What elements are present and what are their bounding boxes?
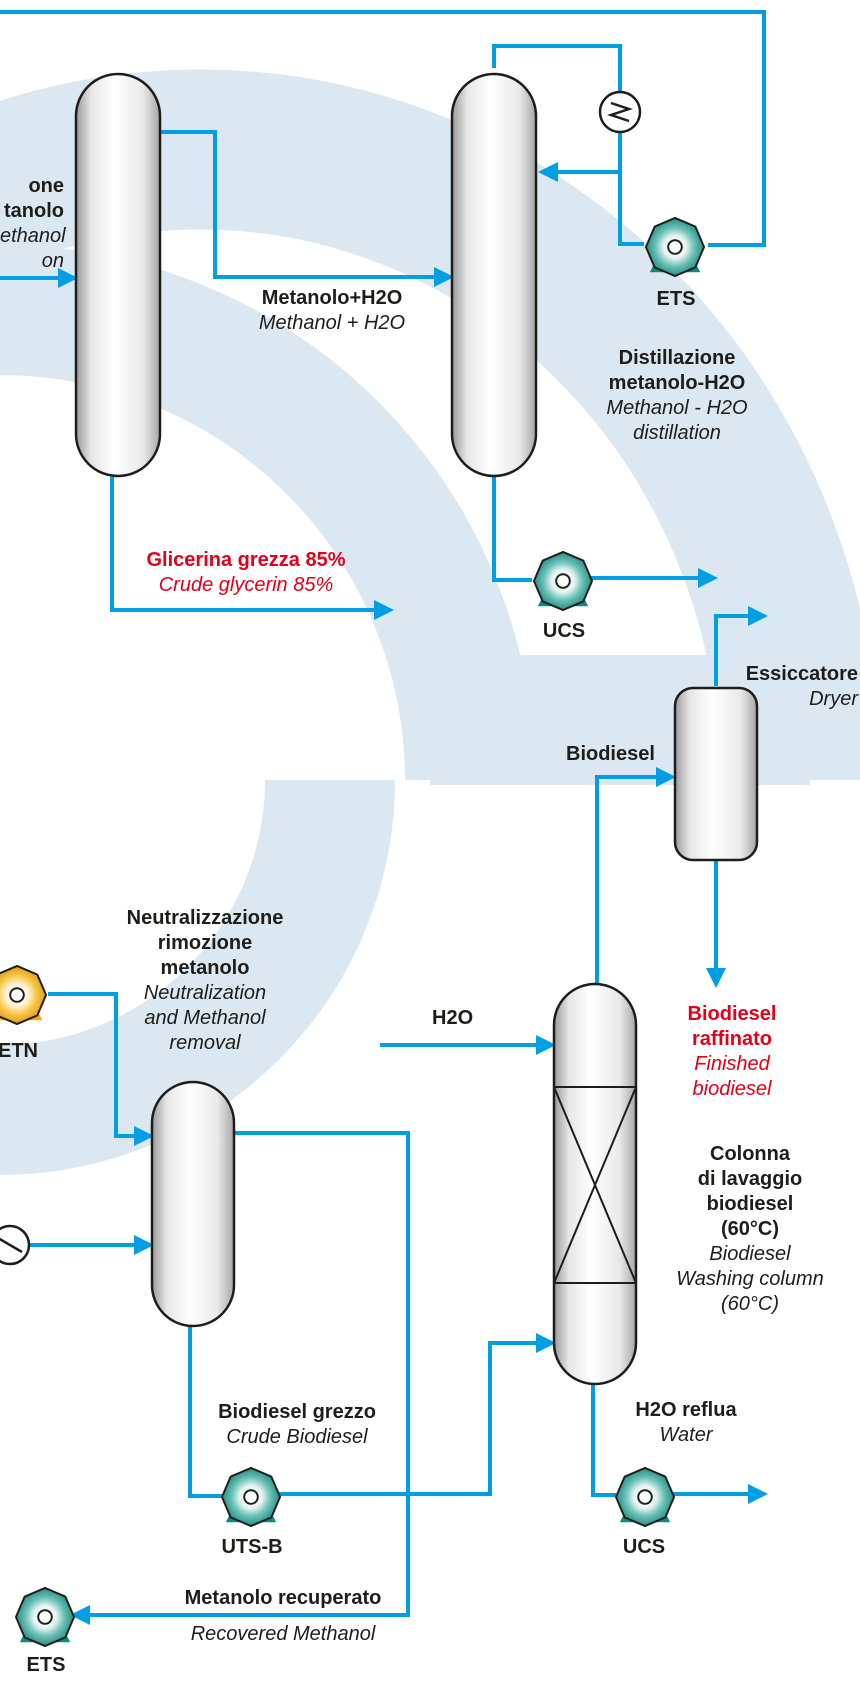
dryer-vessel	[673, 686, 759, 862]
pipe-dryer-out	[714, 606, 768, 686]
pump-ets-bottom-icon	[14, 1586, 76, 1648]
washing-column-packing	[553, 1086, 637, 1284]
pipe-biodiesel	[595, 767, 676, 984]
pump-ucs-top-icon	[532, 550, 594, 612]
label-h2o: H2O	[432, 1007, 474, 1029]
neutralization-vessel	[150, 1080, 236, 1328]
pump-ucs-bottom-icon	[614, 1466, 676, 1528]
tag-ets-top: ETS	[656, 288, 696, 310]
tag-etn: ETN	[0, 1040, 38, 1062]
motor-icon	[598, 90, 642, 134]
tag-uts-b: UTS-B	[221, 1536, 283, 1558]
pipe-etn-out	[48, 992, 154, 1146]
label-methanol-h2o: Metanolo+H2O Methanol + H2O	[258, 287, 406, 334]
vessels	[74, 72, 759, 1386]
tag-ucs-bottom: UCS	[622, 1536, 666, 1558]
pump-uts-b-icon	[220, 1466, 282, 1528]
pump-etn-icon	[0, 964, 48, 1026]
pipe-overhead	[492, 44, 644, 246]
pipe-methanol-h2o	[160, 130, 454, 287]
label-waste-water: H2O reflua Water	[635, 1399, 737, 1446]
label-neutralization: Neutralizzazione rimozione metanolo Neut…	[126, 907, 284, 1054]
label-dryer: Essiccatore Dryer	[745, 663, 858, 710]
label-crude-biodiesel: Biodiesel grezzo Crude Biodiesel	[218, 1401, 376, 1448]
label-washing-column: Colonna di lavaggio biodiesel (60°C) Bio…	[676, 1143, 824, 1315]
label-finished-biodiesel: Biodiesel raffinato Finished biodiesel	[687, 1003, 777, 1100]
pipe-wash-bottom	[591, 1385, 616, 1497]
pipe-column2-bottom	[492, 477, 532, 582]
pipe-uts-out	[278, 1333, 556, 1496]
pipe-top-return	[0, 10, 766, 247]
distillation-column	[450, 72, 538, 478]
pipe-glycerin	[110, 477, 394, 620]
label-distillation: Distillazione metanolo-H2O Methanol - H2…	[606, 347, 748, 444]
label-recovered-methanol-it: Metanolo recuperato	[184, 1587, 382, 1609]
background-arcs	[0, 69, 860, 1175]
label-biodiesel: Biodiesel	[566, 743, 655, 765]
label-glycerin: Glicerina grezza 85% Crude glycerin 85%	[146, 549, 346, 596]
pipe-crude-biodiesel	[188, 1327, 222, 1498]
pump-ets-top-icon	[644, 216, 706, 278]
pipes	[0, 10, 768, 1625]
label-methanol-recovery: one tanolo ethanol on	[0, 175, 66, 272]
tag-ets-bottom: ETS	[26, 1654, 66, 1676]
methanol-recovery-column	[74, 72, 162, 478]
tag-ucs-top: UCS	[542, 620, 586, 642]
label-recovered-methanol-en: Recovered Methanol	[190, 1623, 376, 1645]
heat-exchanger-icon	[0, 1224, 31, 1266]
pipe-methanol-recovered	[70, 1131, 410, 1625]
